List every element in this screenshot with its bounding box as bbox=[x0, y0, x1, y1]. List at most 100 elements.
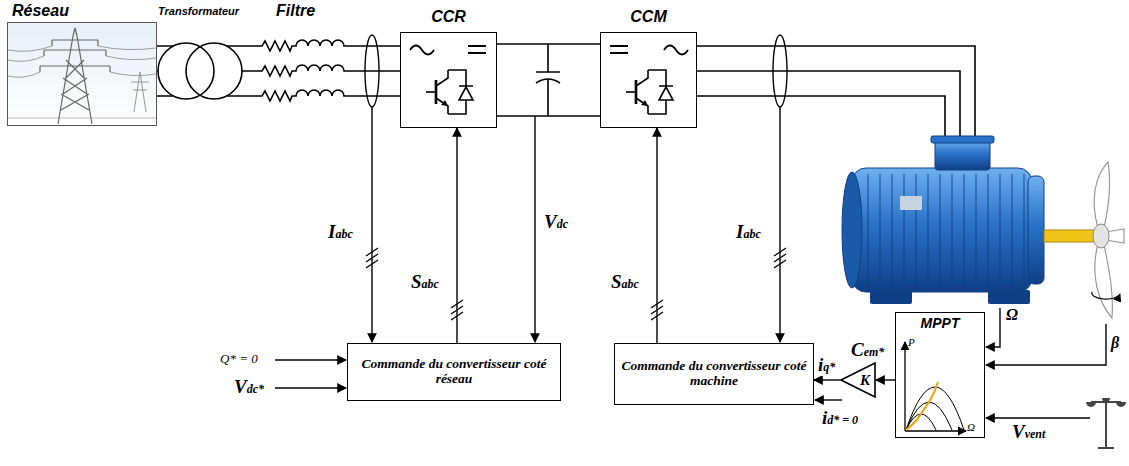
power-grid-picture bbox=[7, 22, 157, 126]
reference-label: Q* = 0 bbox=[220, 352, 258, 366]
edge-label: Cem* bbox=[850, 340, 885, 361]
axis-label: P bbox=[908, 336, 915, 348]
generator-picture bbox=[868, 174, 1024, 286]
anemometer-picture bbox=[1086, 398, 1126, 407]
gain-triangle-outline bbox=[841, 363, 875, 397]
filter-wires bbox=[242, 65, 400, 76]
connector bbox=[656, 128, 657, 343]
mppt-box: MPPT bbox=[895, 312, 985, 438]
signal-arrow bbox=[815, 399, 842, 400]
generator-picture bbox=[852, 168, 1032, 292]
generator-picture bbox=[931, 136, 994, 143]
mppt-chart bbox=[904, 342, 905, 431]
node-heading: CCM bbox=[601, 8, 696, 26]
generator-picture bbox=[1028, 176, 1044, 284]
converter-symbol bbox=[664, 46, 688, 55]
generator-picture bbox=[900, 196, 922, 210]
transformer-symbol bbox=[157, 43, 242, 99]
edge-label: iq* bbox=[817, 355, 836, 376]
signal-arrow bbox=[986, 308, 1000, 347]
dc-link-capacitor bbox=[536, 44, 560, 116]
gain-triangle: K bbox=[840, 362, 876, 398]
bus-slash bbox=[366, 248, 786, 320]
node-heading: CCR bbox=[401, 8, 496, 26]
converter-symbol bbox=[410, 46, 434, 55]
node-text: MPPT bbox=[921, 316, 960, 331]
node-text: Commande du convertisseur coté machine bbox=[621, 359, 807, 389]
signal-label: Iabc bbox=[328, 222, 353, 243]
turbine-rotor bbox=[1095, 244, 1113, 318]
machine-wires bbox=[697, 46, 975, 136]
signal-arrow bbox=[275, 387, 346, 388]
reference-label: id* = 0 bbox=[822, 408, 858, 429]
signal-arrow bbox=[275, 359, 346, 360]
generator-picture bbox=[842, 172, 862, 288]
power-grid-picture bbox=[8, 46, 156, 77]
dc-link-capacitor bbox=[497, 44, 600, 116]
connector bbox=[876, 379, 895, 380]
generator-picture bbox=[935, 140, 990, 170]
gain-triangle-outline bbox=[840, 362, 876, 398]
power-grid-picture bbox=[40, 28, 110, 124]
signal-arrow bbox=[275, 107, 1106, 418]
generator-picture bbox=[842, 136, 1094, 304]
mppt-chart bbox=[906, 387, 964, 430]
anemometer-picture bbox=[1091, 402, 1121, 448]
signal-label: Iabc bbox=[736, 222, 761, 243]
node-heading: Réseau bbox=[12, 2, 69, 20]
power-grid-picture bbox=[131, 72, 149, 112]
converter-box: CCM bbox=[600, 32, 697, 128]
signal-label: β bbox=[1111, 334, 1119, 352]
node-text: Commande du convertisseur coté réseau bbox=[354, 357, 554, 387]
signal-arrow bbox=[986, 417, 1090, 418]
connector bbox=[497, 43, 600, 45]
mppt-chart bbox=[905, 430, 966, 431]
mppt-chart bbox=[906, 382, 938, 430]
power-grid-picture bbox=[8, 118, 156, 119]
converter-symbol bbox=[426, 70, 473, 114]
signal-label: Ω bbox=[1006, 306, 1018, 324]
machine-wires bbox=[697, 46, 975, 136]
current-sensor bbox=[365, 35, 379, 107]
dc-link-capacitor bbox=[536, 79, 560, 83]
mppt-chart bbox=[905, 342, 966, 431]
turbine-rotor bbox=[1092, 292, 1120, 299]
filter-wires bbox=[242, 40, 400, 101]
anemometer-picture bbox=[1086, 398, 1126, 448]
turbine-rotor bbox=[1093, 224, 1109, 248]
axis-label: Ω bbox=[967, 421, 975, 433]
connector bbox=[814, 379, 840, 380]
transformer-symbol bbox=[186, 43, 242, 99]
connector bbox=[456, 128, 457, 343]
component-label: Filtre bbox=[276, 2, 315, 20]
converter-box: CCR bbox=[400, 32, 497, 128]
edge-label: Sabc bbox=[610, 272, 640, 293]
current-sensor bbox=[365, 35, 787, 107]
grid-box: Réseau bbox=[7, 22, 157, 126]
node-text: K bbox=[860, 372, 870, 389]
control-box: Commande du convertisseur coté réseau bbox=[347, 343, 561, 401]
signal-label: Vdc bbox=[544, 212, 568, 233]
turbine-rotor bbox=[1094, 162, 1110, 228]
converter-symbol bbox=[410, 46, 688, 115]
turbine-rotor bbox=[1092, 162, 1124, 318]
power-grid-picture bbox=[7, 22, 157, 126]
signal-arrow bbox=[986, 324, 1106, 365]
signal-label: Vvent bbox=[1012, 422, 1045, 443]
converter-symbol bbox=[468, 46, 486, 53]
bus-slash bbox=[366, 248, 786, 320]
signal-arrow bbox=[534, 116, 535, 342]
control-box: Commande du convertisseur coté machine bbox=[614, 343, 814, 405]
signal-arrow bbox=[779, 107, 780, 342]
current-sensor bbox=[773, 35, 787, 107]
reference-label: Vdc* bbox=[234, 377, 264, 398]
converter-symbol bbox=[610, 46, 628, 53]
edge-label: Sabc bbox=[410, 272, 440, 293]
converter-symbol bbox=[626, 70, 673, 114]
signal-arrow bbox=[371, 107, 372, 342]
component-label: Transformateur bbox=[158, 5, 239, 17]
generator-picture bbox=[1044, 230, 1094, 242]
transformer-symbol bbox=[157, 46, 242, 96]
